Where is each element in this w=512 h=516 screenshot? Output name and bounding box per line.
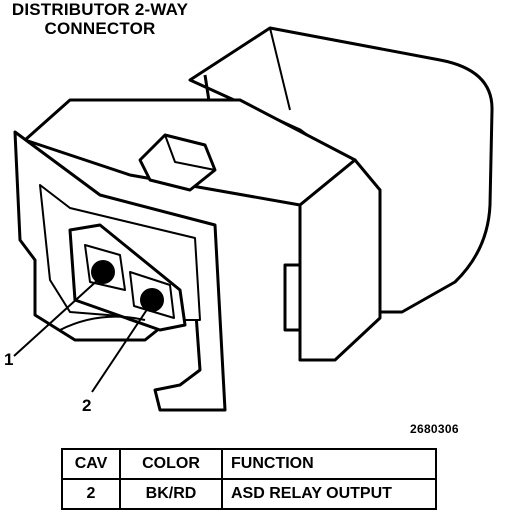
callout-label-1: 1 xyxy=(4,350,14,369)
base-ramp xyxy=(59,315,146,331)
table-row: 2 BK/RD ASD RELAY OUTPUT xyxy=(61,478,437,510)
header-color: COLOR xyxy=(119,448,223,480)
terminal-pin-2 xyxy=(140,288,164,312)
terminal-pin-1 xyxy=(91,260,115,284)
callout-label-2: 2 xyxy=(82,396,92,415)
cell-color: BK/RD xyxy=(119,478,223,510)
cell-cav: 2 xyxy=(61,478,121,510)
callout-leader-2 xyxy=(91,304,151,393)
pinout-table: CAV COLOR FUNCTION 2 BK/RD ASD RELAY OUT… xyxy=(61,448,437,510)
connector-drawing xyxy=(13,26,494,412)
boot-fold xyxy=(269,27,291,111)
connector-rear-boot xyxy=(188,26,494,314)
header-function: FUNCTION xyxy=(221,448,437,480)
connector-housing-side xyxy=(298,158,382,362)
cell-function: ASD RELAY OUTPUT xyxy=(221,478,437,510)
table-header-row: CAV COLOR FUNCTION xyxy=(61,448,437,480)
title-line-2: CONNECTOR xyxy=(44,19,156,38)
diagram-title: DISTRIBUTOR 2-WAY CONNECTOR xyxy=(0,0,200,38)
figure-id: 2680306 xyxy=(410,422,459,436)
title-line-1: DISTRIBUTOR 2-WAY xyxy=(11,0,189,19)
side-latch-slot xyxy=(283,263,302,332)
header-cav: CAV xyxy=(61,448,121,480)
callout-leader-1 xyxy=(13,277,101,357)
